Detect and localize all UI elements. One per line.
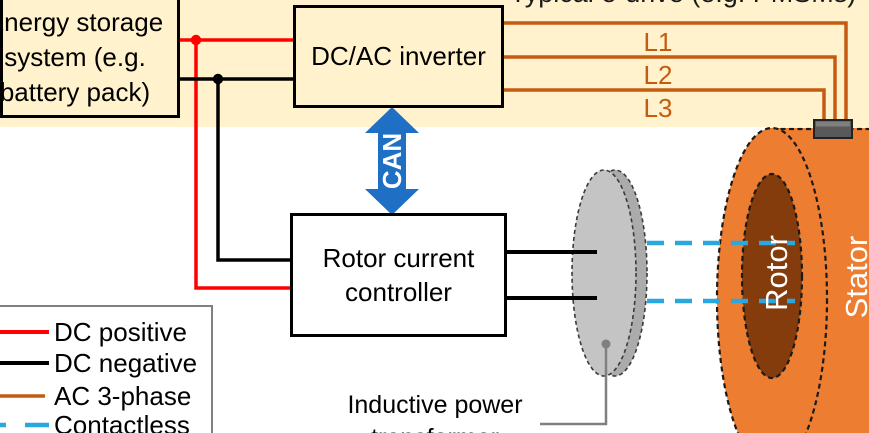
controller-label-line1: Rotor current [322, 243, 475, 273]
legend-item-ac-3phase: AC 3-phase [54, 381, 192, 411]
legend-samples [0, 330, 50, 428]
ac-phase-l3-wire [503, 88, 826, 122]
energy-storage-label: Energy storage system (e.g. battery pack… [0, 7, 164, 107]
stator-label: Stator [839, 235, 869, 319]
phase-label-l2: L2 [643, 60, 673, 90]
dc-positive-wire [180, 38, 293, 290]
can-bus-label: CAN [377, 132, 407, 190]
can-arrow [365, 107, 419, 215]
dc-positive-junction [190, 34, 202, 46]
ac-phase-l2-wire [503, 55, 837, 122]
legend-box: DC positive DC negative AC 3-phase Conta… [0, 305, 213, 433]
transformer-caption-line1: Inductive power [347, 391, 523, 419]
phase-label-l3: L3 [643, 93, 673, 123]
ac-phase-l1-wire [503, 21, 848, 122]
inverter-box: DC/AC inverter [293, 5, 504, 108]
inverter-label: DC/AC inverter [311, 41, 486, 71]
phase-label-l1: L1 [643, 27, 673, 57]
energy-storage-left-border [0, 0, 3, 118]
dc-negative-wire [180, 77, 293, 262]
transformer-leader-line [540, 344, 608, 426]
rotor-shape [740, 172, 804, 380]
dc-negative-junction [212, 73, 224, 85]
legend-item-contactless: Contactless [54, 410, 190, 433]
legend-item-dc-negative: DC negative [54, 348, 198, 378]
transformer-caption: Inductive power transformer [327, 389, 543, 433]
rotor-current-controller-box: Rotor current controller [290, 213, 507, 337]
stator-connector-top-face [816, 121, 850, 127]
transformer-leader-dot [601, 339, 611, 349]
transformer-caption-line2: transformer [327, 422, 543, 433]
controller-label-line2: controller [345, 277, 452, 307]
controller-output-wires [507, 250, 597, 300]
rotor-label: Rotor [759, 235, 794, 311]
legend-item-dc-positive: DC positive [54, 317, 187, 347]
diagram-title: Typical e-drive (e.g. PMSMs) [498, 0, 868, 8]
energy-storage-box: Energy storage system (e.g. battery pack… [0, 0, 180, 118]
transformer-disc-front [571, 169, 637, 377]
